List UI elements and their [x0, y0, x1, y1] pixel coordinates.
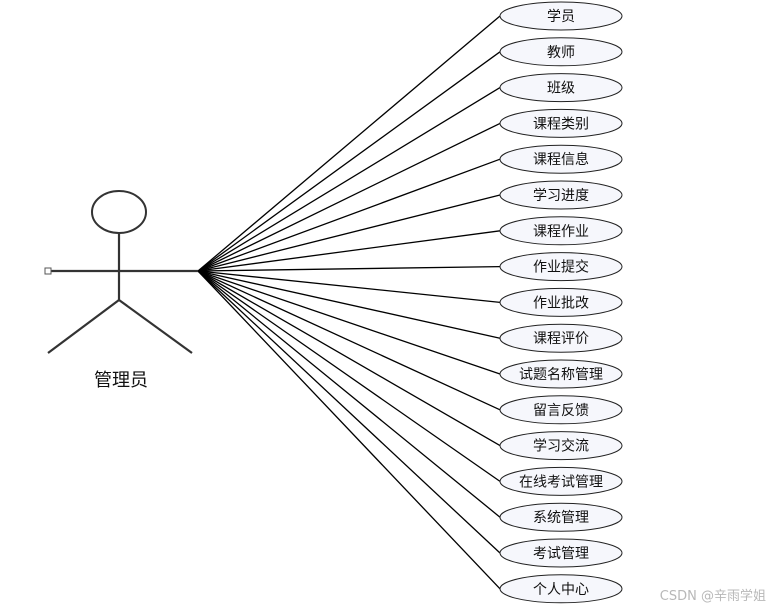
- use-case: 作业批改: [499, 287, 623, 317]
- use-case: 系统管理: [499, 502, 623, 532]
- actor-head: [91, 190, 147, 234]
- use-case: 学员: [499, 1, 623, 31]
- use-case-label: 考试管理: [533, 546, 589, 562]
- selection-handle: [44, 267, 52, 275]
- use-case-label: 作业批改: [533, 295, 589, 311]
- association-line: [197, 270, 501, 482]
- use-case-ellipse: [499, 252, 623, 282]
- use-case: 课程评价: [499, 323, 623, 353]
- use-case-label: 课程评价: [533, 331, 589, 347]
- use-case-label: 课程作业: [533, 224, 589, 240]
- actor-label: 管理员: [94, 370, 148, 391]
- use-case: 作业提交: [499, 252, 623, 282]
- association-line: [197, 87, 501, 272]
- use-case: 个人中心: [499, 574, 623, 604]
- use-case-ellipse: [499, 574, 623, 604]
- association-line: [197, 158, 501, 272]
- association-line: [197, 270, 501, 554]
- use-case-ellipse: [499, 216, 623, 246]
- association-line: [197, 15, 501, 272]
- use-case-ellipse: [499, 323, 623, 353]
- use-case-ellipse: [499, 108, 623, 138]
- association-line: [197, 194, 501, 272]
- use-case-ellipse: [499, 466, 623, 496]
- use-case-label: 学员: [547, 9, 575, 25]
- use-case-label: 在线考试管理: [519, 474, 603, 490]
- use-case-ellipse: [499, 395, 623, 425]
- association-lines: [197, 15, 501, 590]
- use-case: 考试管理: [499, 538, 623, 568]
- use-case: 教师: [499, 37, 623, 67]
- association-line: [197, 270, 501, 304]
- actor-figure: 管理员: [44, 190, 198, 391]
- use-case-label: 个人中心: [533, 582, 589, 598]
- use-case-ellipse: [499, 180, 623, 210]
- use-case-label: 班级: [547, 81, 575, 97]
- watermark: CSDN @辛雨学姐: [659, 589, 766, 604]
- use-case: 学习进度: [499, 180, 623, 210]
- use-case-ellipse: [499, 431, 623, 461]
- use-case: 课程信息: [499, 144, 623, 174]
- use-case: 班级: [499, 73, 623, 103]
- use-case-ellipse: [499, 538, 623, 568]
- use-case-label: 系统管理: [533, 510, 589, 526]
- use-case-ellipse: [499, 37, 623, 67]
- association-line: [197, 51, 501, 272]
- use-case-label: 学习交流: [533, 438, 589, 455]
- use-case: 课程作业: [499, 216, 623, 246]
- use-case-ellipse: [499, 502, 623, 532]
- actor-left-leg: [47, 299, 120, 354]
- use-case-ellipse: [499, 287, 623, 317]
- use-case-label: 试题名称管理: [519, 367, 603, 383]
- association-line: [197, 270, 501, 590]
- use-case: 课程类别: [499, 108, 623, 138]
- association-line: [197, 270, 501, 447]
- use-case: 在线考试管理: [499, 466, 623, 496]
- association-line: [197, 265, 501, 272]
- actor-right-leg: [118, 299, 193, 354]
- use-case-ellipse: [499, 73, 623, 103]
- association-line: [197, 270, 501, 518]
- use-case-label: 作业提交: [533, 259, 589, 276]
- use-case-label: 学习进度: [533, 188, 589, 204]
- association-line: [197, 270, 501, 375]
- use-case-label: 教师: [547, 45, 575, 61]
- use-case-ellipse: [499, 144, 623, 174]
- association-line: [197, 270, 501, 339]
- use-case: 留言反馈: [499, 395, 623, 425]
- use-case-label: 课程类别: [533, 116, 589, 132]
- use-case-label: 课程信息: [533, 151, 589, 168]
- use-case-ellipse: [499, 1, 623, 31]
- association-line: [197, 230, 501, 272]
- use-case: 试题名称管理: [499, 359, 623, 389]
- use-case-ellipse: [499, 359, 623, 389]
- association-line: [197, 270, 501, 411]
- association-line: [197, 122, 501, 272]
- use-case-label: 留言反馈: [533, 403, 589, 419]
- use-case-list: 学员教师班级课程类别课程信息学习进度课程作业作业提交作业批改课程评价试题名称管理…: [499, 1, 623, 604]
- use-case: 学习交流: [499, 431, 623, 461]
